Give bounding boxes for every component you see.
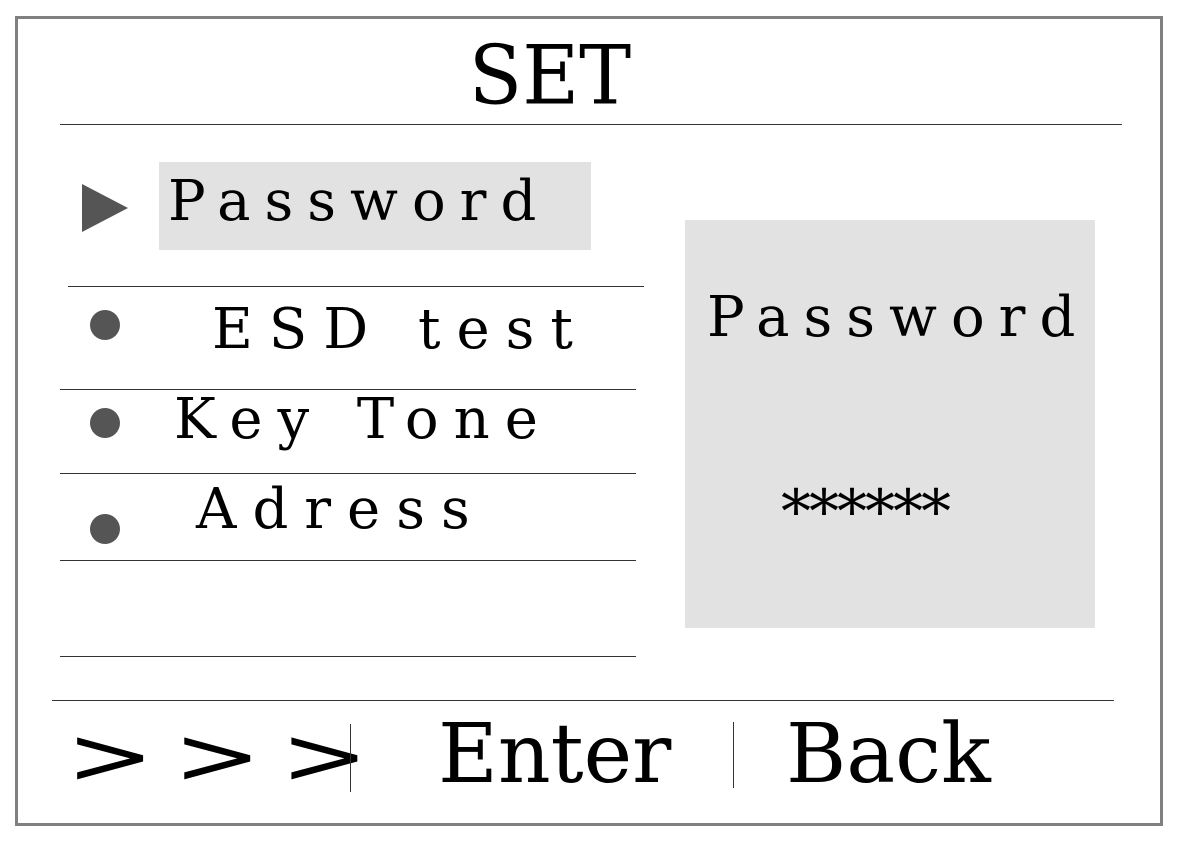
menu-item-label: Key Tone [174,387,553,452]
panel-label: Password [707,285,1090,350]
page-title: SET [468,28,632,124]
menu-divider [60,656,636,657]
menu-item-label: Adress [196,477,486,542]
bullet-dot-icon [90,310,120,340]
footer-separator [350,724,351,792]
bullet-dot-icon [90,514,120,544]
menu-item-label: ESD test [212,297,589,362]
password-value[interactable]: ****** [781,477,951,547]
selection-highlight [159,162,591,250]
menu-divider [60,389,636,390]
back-button[interactable]: Back [786,707,991,802]
menu-divider [68,286,644,287]
menu-divider [60,473,636,474]
bullet-dot-icon [90,408,120,438]
header-divider [60,124,1122,125]
menu-item-label: Password [168,169,551,234]
footer-divider [52,700,1114,701]
screen-frame [15,16,1163,826]
next-button[interactable]: >>> [66,712,388,802]
enter-button[interactable]: Enter [438,707,672,802]
triangle-pointer-icon [82,184,128,232]
menu-divider [60,560,636,561]
footer-separator [733,722,734,788]
password-panel: Password ****** [685,220,1095,628]
